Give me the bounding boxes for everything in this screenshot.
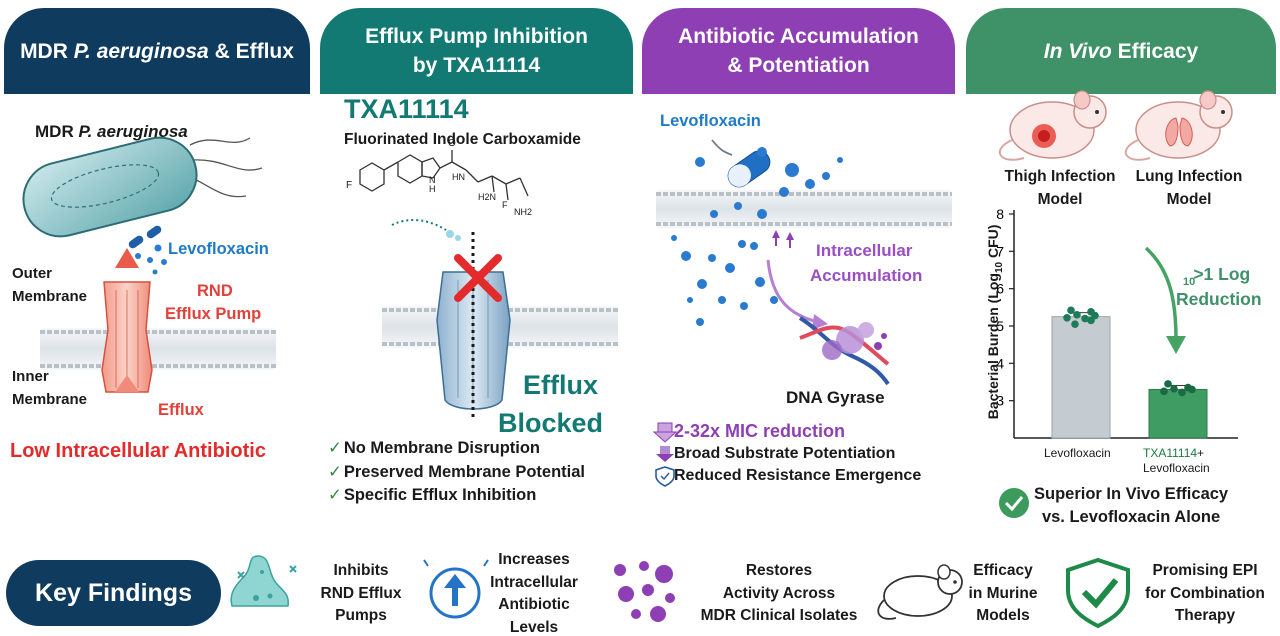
compound-name: TXA11114 [344,94,469,124]
y-tick-label: 8 [996,206,1004,222]
benefit-item: ✓Specific Efflux Inhibition [328,486,537,504]
efflux-pump-inhibit-icon [230,555,297,607]
membrane-bilayer-1 [40,328,276,370]
data-point [1188,385,1196,394]
atom-f2: F [502,200,508,210]
data-point [1063,313,1071,322]
reduction-arrow [1144,246,1186,354]
check-icon: ✓ [328,462,342,481]
y-tick-label: 5 [996,318,1004,334]
feature-item: Reduced Resistance Emergence [674,467,922,484]
mouse-thigh-infection-icon [999,90,1107,161]
dna-gyrase-label: DNA Gyrase [786,388,885,407]
x-label-levofloxacin: Levofloxacin [1044,446,1111,460]
atom-nh2: NH2 [514,207,533,217]
panel-header-efflux: MDR P. aeruginosa & Efflux [4,8,310,94]
shield-check-icon [1066,557,1130,629]
x-label-combination: TXA11114+Levofloxacin [1143,446,1210,475]
potentiation-features-list: 2-32x MIC reduction Broad Substrate Pote… [654,420,921,488]
broad-substrate-icon [656,446,674,462]
levofloxacin-label-2: Levofloxacin [660,112,761,130]
shield-icon-small [655,466,675,487]
data-point [1071,320,1079,328]
inhibited-pump [391,218,511,420]
clinical-isolates-dots-icon [614,561,675,622]
levofloxacin-capsule [711,139,771,188]
antibiotic-particles [671,147,843,326]
mic-down-icon [652,422,678,443]
panel-header-in-vivo: In Vivo Efficacy [966,8,1276,94]
y-tick-label: 3 [996,393,1004,409]
atom-h2n: H2N [478,192,497,202]
accumulation-arrow [766,230,828,330]
benefit-item: ✓Preserved Membrane Potential [328,462,586,481]
atom-f: F [346,180,353,191]
atom-o: O [448,138,456,149]
bacterium-illustration [22,136,263,238]
feature-item: Broad Substrate Potentiation [674,444,896,462]
y-tick-label: 7 [996,243,1004,259]
txa11114-structure [359,150,529,201]
organism-label: MDR P. aeruginosa [35,122,188,141]
data-point [1087,316,1095,325]
data-point [1160,387,1168,396]
benefit-item: ✓No Membrane Disruption [328,439,541,457]
data-point [1164,380,1172,388]
data-point [1067,306,1075,315]
increase-up-icon [423,559,489,619]
bar [1148,388,1208,439]
check-icon: ✓ [328,486,342,504]
dna-gyrase-illustration [798,316,890,386]
y-tick-label: 6 [996,281,1004,297]
compound-class: Fluorinated Indole Carboxamide [344,131,581,148]
mouse-lung-infection-icon [1125,90,1233,161]
rnd-efflux-pump [101,248,153,430]
reduction-subscript: 10 [1183,276,1196,288]
chart-y-axis-label: Bacterial Burden (Log10 CFU) [985,224,1005,420]
panel-header-accumulation: Antibiotic Accumulation& Potentiation [642,8,955,94]
data-point [1178,388,1186,397]
inhibitor-benefits-list: ✓No Membrane Disruption ✓Preserved Membr… [328,437,585,508]
data-point [1170,384,1178,393]
data-point [1081,314,1089,323]
bar [1051,316,1111,439]
atom-nh-amide: HN [452,172,465,182]
levofloxacin-label-1: Levofloxacin [168,240,269,258]
efflux-label: Efflux [158,401,204,419]
data-point [1073,311,1081,319]
feature-item: 2-32x MIC reduction [674,421,846,441]
verdict-check-icon [999,488,1029,518]
bacterial-burden-chart: 3 4 5 6 7 8 [996,206,1238,439]
mouse-model-icon [877,564,963,620]
levofloxacin-molecules [128,225,167,275]
y-tick-label: 4 [996,355,1004,371]
key-findings-label: Key Findings [6,560,221,626]
block-x-icon [454,254,502,302]
check-icon: ✓ [328,439,342,457]
membrane-bilayer-3 [656,190,952,228]
low-antibiotic-conclusion: Low Intracellular Antibiotic [10,440,266,462]
